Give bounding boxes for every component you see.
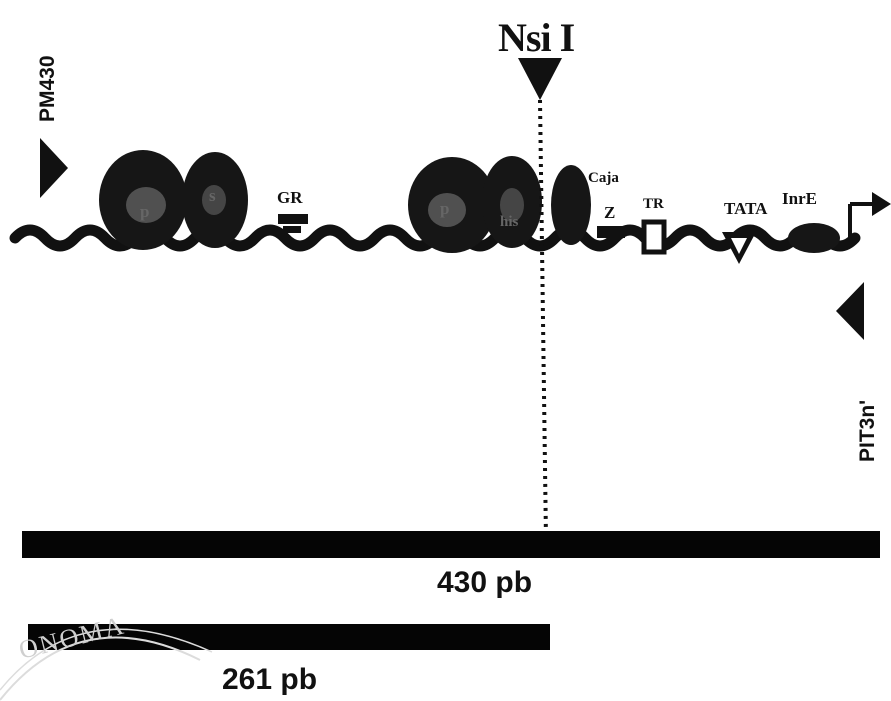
forward-primer-arrow bbox=[40, 138, 68, 198]
gr-label: GR bbox=[277, 188, 303, 207]
fragment-bar-430 bbox=[22, 531, 880, 558]
nucleosome-label-p1: p bbox=[140, 202, 150, 221]
enzyme-label: Nsi I bbox=[498, 15, 575, 60]
nsi-cut-line bbox=[538, 99, 548, 541]
tr-label: TR bbox=[643, 196, 664, 212]
reverse-primer-arrow bbox=[836, 282, 864, 340]
nucleosome-label-his: his bbox=[500, 214, 519, 230]
reverse-primer-label: PIT3n' bbox=[856, 399, 879, 462]
nucleosome-3 bbox=[408, 157, 496, 253]
nucleosome-label-p2: p bbox=[440, 199, 450, 218]
nucleosome-4 bbox=[482, 156, 542, 248]
inr-element bbox=[788, 223, 840, 253]
transcription-start-arrow bbox=[872, 192, 891, 216]
inr-label: InrE bbox=[782, 189, 817, 208]
gr-box bbox=[278, 214, 308, 224]
forward-primer-label: PM430 bbox=[36, 55, 59, 122]
tr-box bbox=[641, 219, 667, 255]
nsi-site-arrow bbox=[518, 58, 562, 100]
nucleosome-2 bbox=[182, 152, 248, 248]
caja-label: Caja bbox=[588, 170, 619, 186]
z-label: Z bbox=[604, 203, 616, 222]
fragment-label-261: 261 pb bbox=[222, 663, 318, 696]
nucleosome-label-s: s bbox=[209, 186, 216, 205]
nucleosome-5 bbox=[551, 165, 591, 245]
fragment-label-430: 430 pb bbox=[437, 566, 533, 599]
nucleosome-1 bbox=[99, 150, 187, 250]
tata-label: TATA bbox=[724, 199, 768, 218]
z-box bbox=[597, 226, 625, 238]
